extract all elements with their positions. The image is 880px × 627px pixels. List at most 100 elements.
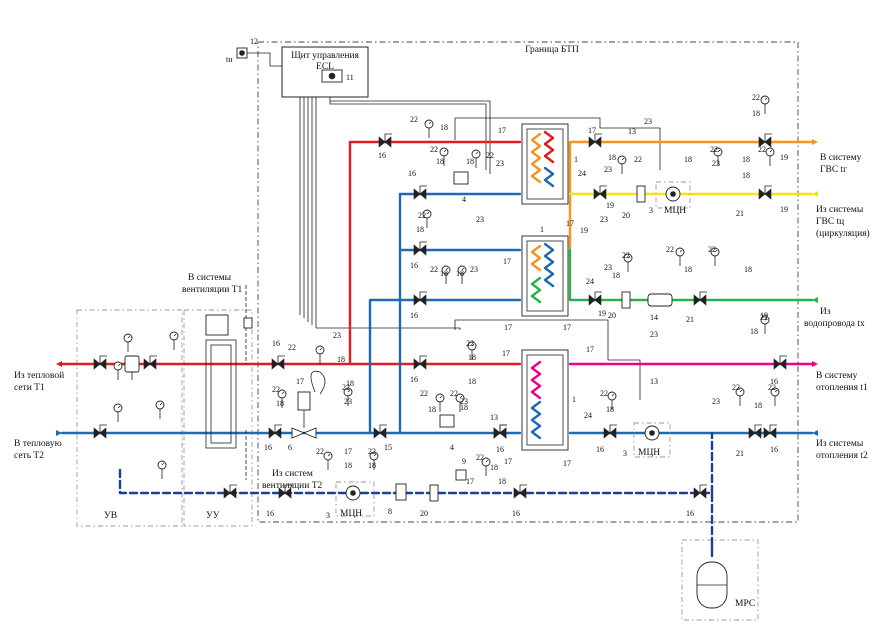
ball-valve	[603, 424, 617, 439]
svg-text:18: 18	[440, 123, 448, 132]
pressure-gauge	[441, 265, 451, 284]
pipe-makeup-dashed	[118, 468, 714, 542]
svg-text:16: 16	[512, 509, 520, 518]
svg-text:17: 17	[566, 219, 574, 228]
svg-text:18: 18	[468, 353, 476, 362]
to-vent-line2: вентиляции T1	[182, 285, 243, 295]
label-14: 14	[650, 313, 658, 322]
pressure-gauge	[675, 247, 685, 266]
from-dhw-line2: ГВС tц	[816, 217, 844, 227]
svg-text:17: 17	[344, 447, 352, 456]
svg-text:22: 22	[760, 313, 768, 322]
svg-text:18: 18	[436, 157, 444, 166]
svg-text:22: 22	[420, 389, 428, 398]
mrs-label: МРС	[735, 599, 755, 609]
ball-valve	[588, 291, 602, 306]
controller-led	[328, 72, 336, 80]
svg-text:18: 18	[368, 461, 376, 470]
svg-text:18: 18	[498, 477, 506, 486]
filter-20-a	[636, 185, 646, 203]
pressure-gauge	[424, 119, 434, 138]
label-3-b: 3	[623, 449, 627, 458]
control-cables-vertical	[299, 97, 317, 328]
pressure-gauge	[315, 345, 325, 364]
svg-text:22: 22	[710, 145, 718, 154]
solenoid-valve-8	[395, 483, 407, 501]
ball-valve	[693, 291, 707, 306]
svg-text:18: 18	[468, 377, 476, 386]
svg-text:18: 18	[466, 157, 474, 166]
svg-text:17: 17	[502, 349, 510, 358]
svg-text:22: 22	[410, 115, 418, 124]
ball-valve	[373, 424, 387, 439]
impulse-line	[310, 370, 326, 395]
svg-text:23: 23	[470, 265, 478, 274]
svg-text:17: 17	[503, 257, 511, 266]
label-12: 12	[250, 37, 258, 46]
svg-text:21: 21	[686, 315, 694, 324]
arrow-t1-in	[56, 361, 62, 367]
svg-text:17: 17	[466, 477, 474, 486]
to-dhw-line1: В систему	[820, 153, 862, 163]
pressure-gauge	[422, 209, 432, 228]
svg-text:22: 22	[288, 343, 296, 352]
label-20-a: 20	[622, 211, 630, 220]
from-dhw-line1: Из системы	[816, 205, 864, 215]
from-dhw-line3: (циркуляция)	[816, 228, 870, 239]
svg-text:17: 17	[563, 323, 571, 332]
pressure-switch-9	[455, 469, 467, 481]
heat-exchanger-1	[521, 123, 569, 205]
pressure-gauge	[113, 361, 123, 380]
from-water-line2: водопровода tх	[804, 319, 865, 329]
arrow-t2-out	[56, 430, 62, 436]
label-3-c: 3	[326, 511, 330, 520]
to-heating-line1: В систему	[816, 371, 858, 381]
svg-text:19: 19	[780, 153, 788, 162]
svg-text:22: 22	[418, 211, 426, 220]
uv-label: УВ	[104, 511, 117, 521]
svg-text:22: 22	[316, 447, 324, 456]
svg-text:22: 22	[752, 93, 760, 102]
outdoor-sensor-cable	[247, 52, 282, 67]
from-water-line1: Из	[820, 307, 831, 317]
pressure-gauge	[439, 147, 449, 166]
svg-text:18: 18	[440, 269, 448, 278]
ball-valve	[413, 291, 427, 306]
ball-valve	[378, 133, 392, 148]
label-11: 11	[346, 73, 354, 82]
svg-text:13: 13	[650, 377, 658, 386]
svg-text:18: 18	[606, 405, 614, 414]
pressure-gauge	[735, 387, 745, 406]
svg-text:16: 16	[770, 377, 778, 386]
svg-text:18: 18	[684, 265, 692, 274]
btp-boundary-label: Граница БТП	[525, 45, 579, 55]
pressure-gauge	[607, 391, 617, 410]
svg-text:23: 23	[476, 215, 484, 224]
heat-exchanger-2	[521, 235, 569, 317]
ball-valve	[223, 484, 237, 499]
pressure-gauge	[155, 400, 165, 419]
from-heat-net-line2: сети T1	[14, 383, 45, 393]
from-heating-line2: отопления t2	[816, 451, 868, 461]
svg-text:22: 22	[476, 453, 484, 462]
svg-text:23: 23	[600, 215, 608, 224]
uv-boundary	[76, 309, 183, 527]
control-panel-subtitle: ECL	[316, 62, 334, 72]
svg-text:16: 16	[496, 445, 504, 454]
svg-text:18: 18	[612, 271, 620, 280]
pump-dhw	[655, 181, 691, 209]
pressure-gauge	[169, 331, 179, 350]
svg-text:16: 16	[408, 169, 416, 178]
pipe-return-he2	[368, 298, 522, 435]
pump-makeup	[335, 481, 375, 517]
svg-text:18: 18	[754, 401, 762, 410]
pressure-gauge	[617, 155, 627, 174]
heat-exchanger-3	[521, 349, 569, 451]
pressure-gauge	[710, 247, 720, 266]
pressure-gauge	[113, 403, 123, 422]
ball-valve	[758, 185, 772, 200]
from-vent-line2: вентиляции T2	[262, 481, 323, 491]
label-6: 6	[288, 443, 292, 452]
label-9: 9	[462, 457, 466, 466]
svg-text:23: 23	[344, 397, 352, 406]
